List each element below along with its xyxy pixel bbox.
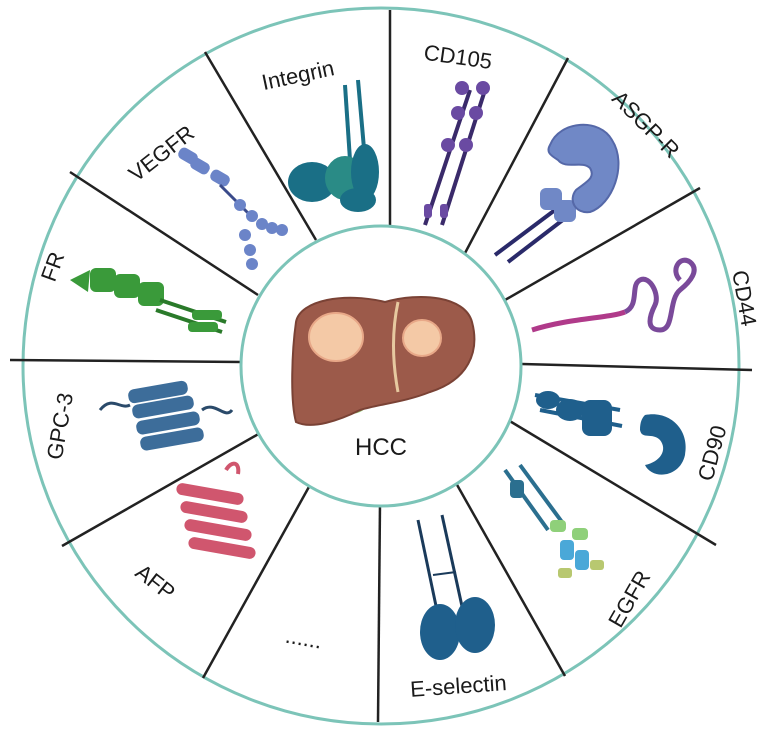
integrin-icon <box>288 79 379 212</box>
cd44-icon <box>531 257 697 333</box>
gpc3-icon <box>98 380 234 451</box>
tumor-left <box>308 312 364 362</box>
center-label: HCC <box>355 434 407 461</box>
afp-icon <box>176 461 256 559</box>
divider-line <box>504 186 701 302</box>
divider-line <box>454 482 567 677</box>
divider-line <box>9 358 243 364</box>
cd90-icon <box>534 391 686 475</box>
asgpr-icon <box>493 123 620 264</box>
segment-dividers <box>9 10 753 723</box>
divider-line <box>521 362 753 372</box>
divider-line <box>462 57 570 256</box>
tumor-right <box>402 319 442 357</box>
liver-icon <box>291 296 476 426</box>
fr-icon <box>70 268 227 334</box>
divider-line <box>376 502 382 723</box>
cd105-icon <box>423 81 490 226</box>
eselectin-icon <box>416 514 495 660</box>
divider-line <box>201 484 312 679</box>
divider-line <box>203 51 318 241</box>
vegfr-icon <box>178 147 288 270</box>
egfr-icon <box>503 463 604 578</box>
divider-line <box>61 430 263 548</box>
divider-line <box>507 418 717 547</box>
liver-ligament <box>392 301 400 393</box>
divider-line <box>69 170 259 297</box>
